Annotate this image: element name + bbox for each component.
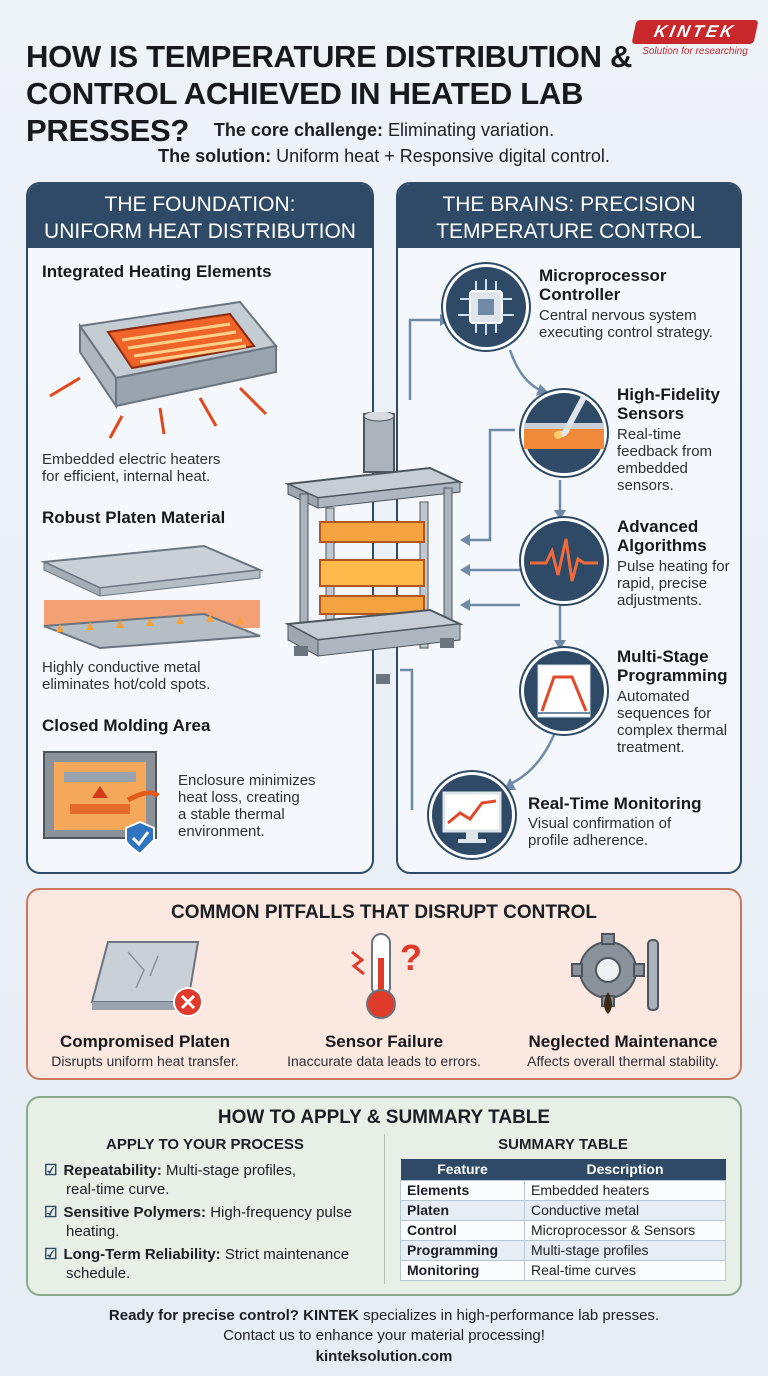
- cracked-platen-icon: [90, 941, 203, 1017]
- platen-material-title: Robust Platen Material: [42, 508, 226, 527]
- table-title: SUMMARY TABLE: [498, 1136, 628, 1153]
- logo-brand: KINTEK: [631, 20, 759, 44]
- pulse-wave-icon: [521, 518, 607, 604]
- platen-illustration: [40, 544, 264, 650]
- table-header: Feature: [400, 1159, 525, 1180]
- apply-left-title: APPLY TO YOUR PROCESS: [106, 1136, 304, 1153]
- apply-item-polymers: ☑Sensitive Polymers: High-frequency puls…: [44, 1204, 352, 1240]
- kintek-logo[interactable]: KINTEK Solution for researching: [631, 20, 759, 57]
- pitfall-maintenance-title: Neglected Maintenance: [528, 1032, 718, 1051]
- title-line-2: CONTROL ACHIEVED IN HEATED LAB PRESSES?: [26, 76, 584, 148]
- logo-tagline: Solution for researching: [642, 46, 748, 57]
- check-icon: ☑: [44, 1162, 58, 1179]
- page-title: HOW IS TEMPERATURE DISTRIBUTION & CONTRO…: [26, 38, 666, 149]
- table-header: Description: [524, 1159, 726, 1180]
- solution-line: The solution: Uniform heat + Responsive …: [158, 146, 610, 166]
- pitfall-sensor-title: Sensor Failure: [324, 1032, 444, 1051]
- pitfall-maintenance-desc: Affects overall thermal stability.: [527, 1053, 719, 1069]
- broken-thermometer-icon: ?: [351, 933, 422, 1019]
- section-divider: [384, 1134, 385, 1284]
- check-icon: ☑: [44, 1204, 58, 1221]
- title-line-1: HOW IS TEMPERATURE DISTRIBUTION &: [26, 39, 633, 74]
- footer-contact: Contact us to enhance your material proc…: [223, 1327, 545, 1344]
- core-challenge: The core challenge: Eliminating variatio…: [213, 120, 555, 140]
- pitfall-platen-title: Compromised Platen: [59, 1032, 231, 1051]
- control-flow-arrows: [400, 314, 566, 810]
- closed-molding-desc: Enclosure minimizes heat loss, creating …: [178, 772, 316, 840]
- closed-molding-illustration: [43, 751, 160, 856]
- svg-text:?: ?: [400, 937, 422, 978]
- footer-cta: Ready for precise control? KINTEK specia…: [108, 1307, 660, 1324]
- footer-url-link[interactable]: kinteksolution.com: [315, 1348, 453, 1365]
- closed-molding-title: Closed Molding Area: [42, 716, 211, 735]
- platen-material-desc: Highly conductive metal eliminates hot/c…: [42, 659, 211, 693]
- apply-item-repeatability: ☑Repeatability: Multi-stage profiles,rea…: [44, 1162, 297, 1198]
- shield-icon: [125, 820, 155, 856]
- heating-elements-desc: Embedded electric heaters for efficient,…: [42, 451, 221, 485]
- sensor-probe-icon: [521, 390, 607, 476]
- apply-item-reliability: ☑Long-Term Reliability: Strict maintenan…: [44, 1246, 350, 1282]
- profile-graph-icon: [521, 648, 607, 734]
- brains-header: THE BRAINS: PRECISION TEMPERATURE CONTRO…: [398, 184, 740, 248]
- monitor-icon: [429, 772, 515, 858]
- monitoring-title: Real-Time Monitoring: [528, 794, 702, 813]
- pitfalls-title: COMMON PITFALLS THAT DISRUPT CONTROL: [170, 902, 598, 923]
- apply-title: HOW TO APPLY & SUMMARY TABLE: [217, 1107, 551, 1128]
- gear-wrench-icon: [571, 933, 659, 1014]
- heating-element-illustration: [49, 300, 278, 439]
- lab-press-illustration: [284, 412, 464, 684]
- chip-icon: [443, 264, 529, 350]
- heating-elements-title: Integrated Heating Elements: [42, 262, 272, 281]
- foundation-header: THE FOUNDATION: UNIFORM HEAT DISTRIBUTIO…: [28, 184, 372, 248]
- pitfall-sensor-desc: Inaccurate data leads to errors.: [287, 1053, 481, 1069]
- check-icon: ☑: [44, 1246, 58, 1263]
- pitfall-platen-desc: Disrupts uniform heat transfer.: [51, 1053, 239, 1069]
